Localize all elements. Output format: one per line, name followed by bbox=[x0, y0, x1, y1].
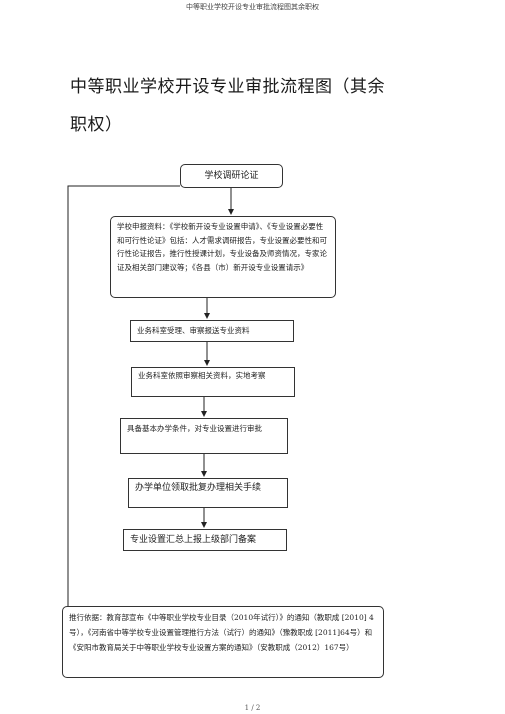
page-header: 中等职业学校开设专业审批流程图其余职权 bbox=[186, 3, 319, 11]
step-record: 专业设置汇总上报上级部门备案 bbox=[123, 529, 287, 551]
step-approve: 办学单位领取批复办理相关手续 bbox=[128, 478, 288, 508]
step-report: 学校申报资料：《学校新开设专业设置申请》、《专业设置必要性和可行性论证》包括：人… bbox=[110, 216, 336, 298]
step-conditions: 具备基本办学条件，对专业设置进行审批 bbox=[120, 418, 288, 454]
page-number: 1 / 2 bbox=[244, 704, 261, 712]
legal-basis: 推行依据：教育部宣布《中等职业学校专业目录（2010年试行）》的通知（教职成 [… bbox=[62, 606, 384, 678]
step-review: 业务科室依照审察相关资料，实地考察 bbox=[131, 367, 295, 397]
step-accept: 业务科室受理、审察报送专业资料 bbox=[130, 320, 294, 342]
step-survey: 学校调研论证 bbox=[180, 164, 283, 188]
basis-bracket-line bbox=[67, 185, 180, 606]
document-title: 中等职业学校开设专业审批流程图（其余职权） bbox=[70, 77, 385, 135]
